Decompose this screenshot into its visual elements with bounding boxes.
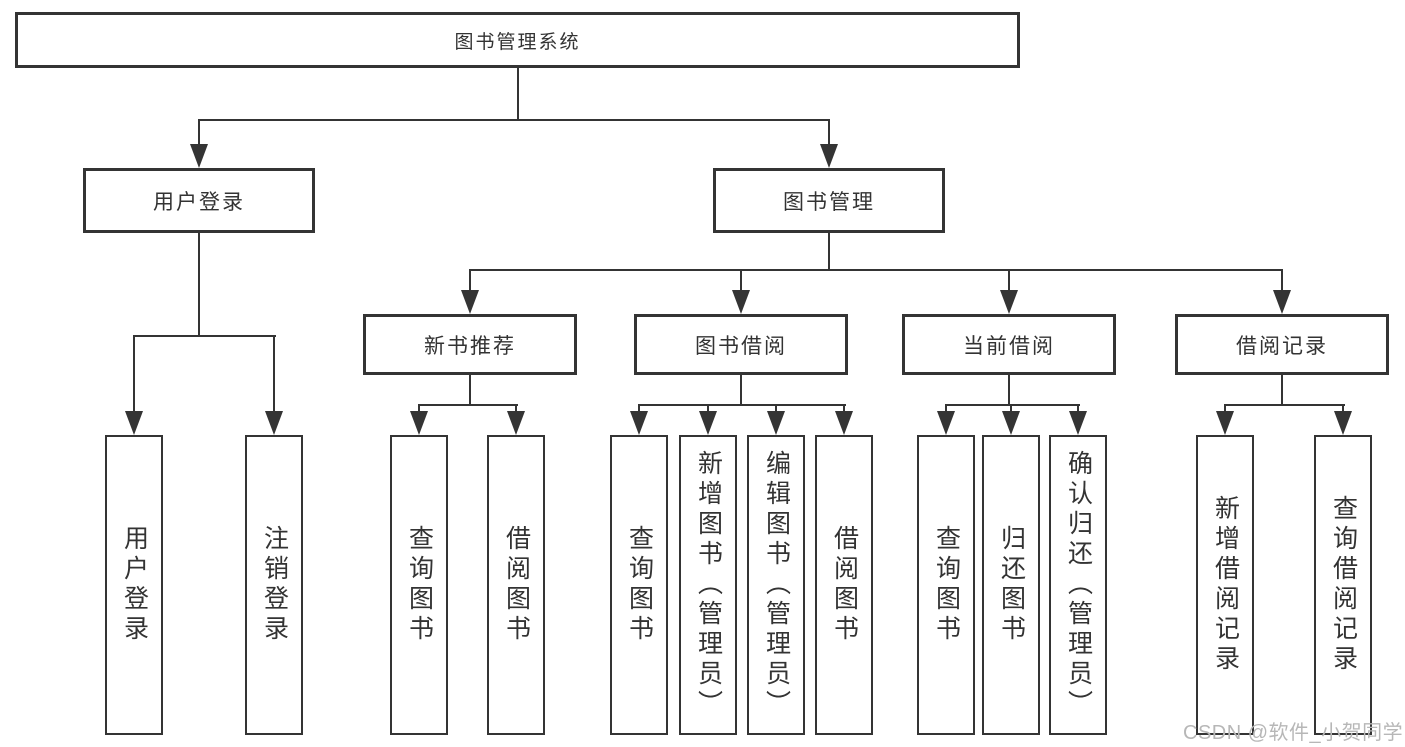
node-label: 确认归还（管理员） xyxy=(1064,450,1093,720)
leaf-borrow-books-recommend: 借阅图书 xyxy=(487,435,545,735)
connector-user-login-rail xyxy=(133,335,276,337)
node-label: 当前借阅 xyxy=(963,334,1055,358)
leaf-query-books-borrow: 查询图书 xyxy=(610,435,668,735)
node-label: 新书推荐 xyxy=(424,334,516,358)
node-label: 归还图书 xyxy=(997,525,1026,645)
connector-drop-leaf xyxy=(515,404,517,415)
node-book-management: 图书管理 xyxy=(713,168,945,233)
node-label: 查询图书 xyxy=(405,525,434,645)
connector-drop-leaf xyxy=(945,404,947,415)
node-label: 借阅图书 xyxy=(830,525,859,645)
arrow-down-icon xyxy=(1216,411,1234,435)
node-current-borrow: 当前借阅 xyxy=(902,314,1116,375)
arrow-down-icon xyxy=(265,411,283,435)
arrow-down-icon xyxy=(820,144,838,168)
node-label: 用户登录 xyxy=(153,190,245,214)
node-label: 注销登录 xyxy=(260,525,289,645)
arrow-down-icon xyxy=(507,411,525,435)
connector-root-stem xyxy=(517,68,519,121)
connector-drop-book-management xyxy=(828,119,830,149)
arrow-down-icon xyxy=(410,411,428,435)
node-library-management-system: 图书管理系统 xyxy=(15,12,1020,68)
node-label: 图书管理系统 xyxy=(454,31,581,53)
connector-drop-leaf xyxy=(775,404,777,415)
connector-current-borrow-rail xyxy=(945,404,1080,406)
leaf-return-books: 归还图书 xyxy=(982,435,1040,735)
connector-new-book-stem xyxy=(469,375,471,406)
arrow-down-icon xyxy=(125,411,143,435)
arrow-down-icon xyxy=(461,290,479,314)
connector-drop-book-borrow xyxy=(740,269,742,295)
arrow-down-icon xyxy=(732,290,750,314)
connector-drop-new-book xyxy=(469,269,471,295)
node-label: 用户登录 xyxy=(120,525,149,645)
arrow-down-icon xyxy=(835,411,853,435)
node-new-book-recommend: 新书推荐 xyxy=(363,314,577,375)
connector-user-login-stem xyxy=(198,233,200,337)
connector-drop-borrow-records xyxy=(1281,269,1283,295)
leaf-query-books-recommend: 查询图书 xyxy=(390,435,448,735)
leaf-confirm-return-admin: 确认归还（管理员） xyxy=(1049,435,1107,735)
connector-level3-rail xyxy=(469,269,1283,271)
node-label: 图书管理 xyxy=(783,190,875,214)
arrow-down-icon xyxy=(1334,411,1352,435)
leaf-user-login: 用户登录 xyxy=(105,435,163,735)
node-label: 图书借阅 xyxy=(695,334,787,358)
node-label: 借阅记录 xyxy=(1236,334,1328,358)
node-label: 新增图书（管理员） xyxy=(694,450,723,720)
leaf-add-borrow-record: 新增借阅记录 xyxy=(1196,435,1254,735)
leaf-add-books-admin: 新增图书（管理员） xyxy=(679,435,737,735)
node-label: 新增借阅记录 xyxy=(1211,495,1240,675)
arrow-down-icon xyxy=(699,411,717,435)
connector-drop-leaf xyxy=(418,404,420,415)
node-label: 查询图书 xyxy=(932,525,961,645)
connector-drop-leaf xyxy=(707,404,709,415)
connector-borrow-records-rail xyxy=(1224,404,1345,406)
connector-book-borrow-rail xyxy=(638,404,846,406)
connector-drop-leaf xyxy=(133,335,135,415)
node-user-login: 用户登录 xyxy=(83,168,315,233)
connector-book-management-stem xyxy=(828,233,830,271)
arrow-down-icon xyxy=(630,411,648,435)
leaf-query-borrow-record: 查询借阅记录 xyxy=(1314,435,1372,735)
node-book-borrow: 图书借阅 xyxy=(634,314,848,375)
connector-drop-leaf xyxy=(1010,404,1012,415)
node-label: 查询图书 xyxy=(625,525,654,645)
connector-drop-leaf xyxy=(273,335,275,415)
leaf-edit-books-admin: 编辑图书（管理员） xyxy=(747,435,805,735)
connector-borrow-records-stem xyxy=(1281,375,1283,406)
node-label: 编辑图书（管理员） xyxy=(762,450,791,720)
arrow-down-icon xyxy=(937,411,955,435)
connector-drop-leaf xyxy=(638,404,640,415)
arrow-down-icon xyxy=(1273,290,1291,314)
node-borrow-records: 借阅记录 xyxy=(1175,314,1389,375)
arrow-down-icon xyxy=(767,411,785,435)
arrow-down-icon xyxy=(1069,411,1087,435)
arrow-down-icon xyxy=(190,144,208,168)
leaf-query-books-current: 查询图书 xyxy=(917,435,975,735)
connector-drop-leaf xyxy=(843,404,845,415)
arrow-down-icon xyxy=(1000,290,1018,314)
connector-new-book-rail xyxy=(418,404,518,406)
connector-drop-leaf xyxy=(1342,404,1344,415)
connector-level2-rail xyxy=(198,119,830,121)
connector-drop-user-login xyxy=(198,119,200,149)
leaf-logout: 注销登录 xyxy=(245,435,303,735)
arrow-down-icon xyxy=(1002,411,1020,435)
watermark: CSDN @软件_小贺同学 xyxy=(1183,722,1404,744)
node-label: 借阅图书 xyxy=(502,525,531,645)
connector-current-borrow-stem xyxy=(1008,375,1010,406)
connector-book-borrow-stem xyxy=(740,375,742,406)
connector-drop-current-borrow xyxy=(1008,269,1010,295)
node-label: 查询借阅记录 xyxy=(1329,495,1358,675)
leaf-borrow-books: 借阅图书 xyxy=(815,435,873,735)
connector-drop-leaf xyxy=(1077,404,1079,415)
connector-drop-leaf xyxy=(1224,404,1226,415)
